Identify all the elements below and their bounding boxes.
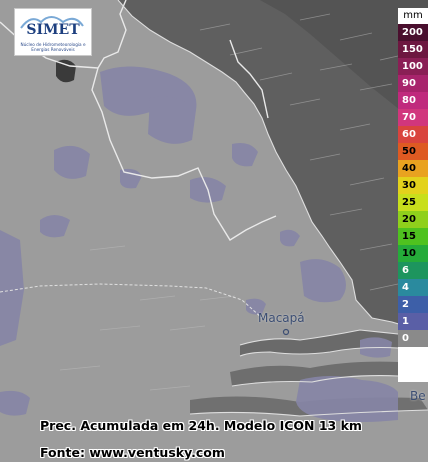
legend-item-80: 80 (398, 92, 428, 109)
coastline (117, 0, 428, 417)
rain-streaks (199, 13, 399, 291)
legend-item-200: 200 (398, 24, 428, 41)
borders (0, 0, 277, 241)
legend-item-90: 90 (398, 75, 428, 92)
logo-subtitle: Núcleo de Hidrometeorologia e Energias R… (20, 42, 86, 52)
legend-item-4: 4 (398, 279, 428, 296)
legend-item-6: 6 (398, 262, 428, 279)
legend-item-10: 10 (398, 245, 428, 262)
land-streaks (59, 245, 236, 391)
legend-item-25: 25 (398, 194, 428, 211)
legend-item-70: 70 (398, 109, 428, 126)
legend-item-50: 50 (398, 143, 428, 160)
legend-item-0: 0 (398, 330, 428, 347)
deep-ocean (260, 0, 428, 130)
city-marker-macapa[interactable] (282, 328, 290, 336)
simet-logo-mark: SIMET (20, 16, 84, 38)
legend-item-60: 60 (398, 126, 428, 143)
place-label-belem: Be (410, 389, 426, 403)
legend-item-1: 1 (398, 313, 428, 330)
simet-logo: SIMET Núcleo de Hidrometeorologia e Ener… (14, 8, 92, 56)
legend-item-2: 2 (398, 296, 428, 313)
legend-item-40: 40 (398, 160, 428, 177)
legend-item-20: 20 (398, 211, 428, 228)
amazon-estuary (240, 330, 398, 356)
legend-unit: mm (403, 10, 423, 21)
svg-text:SIMET: SIMET (26, 22, 80, 38)
legend-item-100: 100 (398, 58, 428, 75)
rain-spot-dark (56, 59, 76, 83)
map-caption-source: Fonte: www.ventusky.com (40, 445, 225, 460)
river-channel-lower (230, 361, 398, 386)
ocean-area (118, 0, 428, 332)
legend-item-15: 15 (398, 228, 428, 245)
legend-item-150: 150 (398, 41, 428, 58)
dashed-borders (0, 283, 263, 319)
legend-item-30: 30 (398, 177, 428, 194)
map-caption-title: Prec. Acumulada em 24h. Modelo ICON 13 k… (40, 418, 362, 433)
place-label-macapa: Macapá (258, 311, 305, 325)
